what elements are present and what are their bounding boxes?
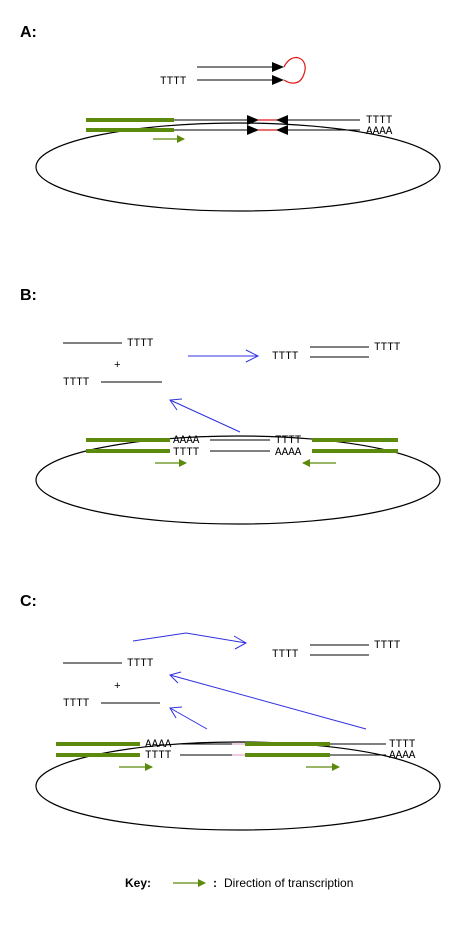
plasmid-b-tttt-right: TTTT <box>275 435 302 447</box>
plasmid-a <box>35 122 441 212</box>
dsrna-c-tttt-left: TTTT <box>272 649 299 661</box>
plasmid-b-aaaa-left: AAAA <box>173 435 200 447</box>
transcript-b-antisense-tttt: TTTT <box>63 377 90 389</box>
plus-sign-c: + <box>114 681 121 693</box>
dsrna-b-tttt-left: TTTT <box>272 351 299 363</box>
plasmid-a-aaaa: AAAA <box>366 126 393 138</box>
plasmid-c <box>35 741 441 831</box>
plasmid-a-tttt: TTTT <box>366 115 393 127</box>
panel-b: B: TTTT + TTTT TTTT TTTT AAAA TTTT TTTT … <box>20 287 441 525</box>
source-arrow-b <box>169 398 241 433</box>
plasmid-b-tttt-left: TTTT <box>173 447 200 459</box>
plasmid-b <box>35 435 441 525</box>
plasmid-c-aaaa-right: AAAA <box>389 750 416 762</box>
plus-sign-b: + <box>114 360 121 372</box>
panel-a-label: A: <box>20 24 37 41</box>
legend: Key: : Direction of transcription <box>125 876 353 890</box>
dsrna-b-tttt-right: TTTT <box>374 342 401 354</box>
panel-b-label: B: <box>20 287 37 304</box>
transcript-b-sense-tttt: TTTT <box>127 338 154 350</box>
panel-c: C: TTTT TTTT TTTT + TTTT AAAA TTTT <box>20 593 441 831</box>
legend-colon: : <box>213 876 217 890</box>
plasmid-c-aaaa-left: AAAA <box>145 739 172 751</box>
hairpin-tttt-label: TTTT <box>160 76 187 88</box>
source-arrow-c-right <box>169 671 367 730</box>
plasmid-c-tttt-left: TTTT <box>145 750 172 762</box>
legend-title: Key: <box>125 876 151 890</box>
panel-a: A: TTTT TTTT AAAA <box>20 24 441 212</box>
anneal-arrow-b <box>188 349 260 363</box>
source-arrow-c-left <box>169 706 208 730</box>
plasmid-b-aaaa-right: AAAA <box>275 447 302 459</box>
transcript-c-sense-tttt: TTTT <box>127 658 154 670</box>
hairpin-rna: TTTT <box>160 56 306 88</box>
legend-description: Direction of transcription <box>224 876 353 890</box>
panel-c-label: C: <box>20 593 37 610</box>
transcript-c-antisense-tttt: TTTT <box>63 698 90 710</box>
hairpin-loop <box>283 56 306 84</box>
dsrna-c-tttt-right: TTTT <box>374 640 401 652</box>
plasmid-c-tttt-right: TTTT <box>389 739 416 751</box>
anneal-arrow-c <box>132 632 248 650</box>
